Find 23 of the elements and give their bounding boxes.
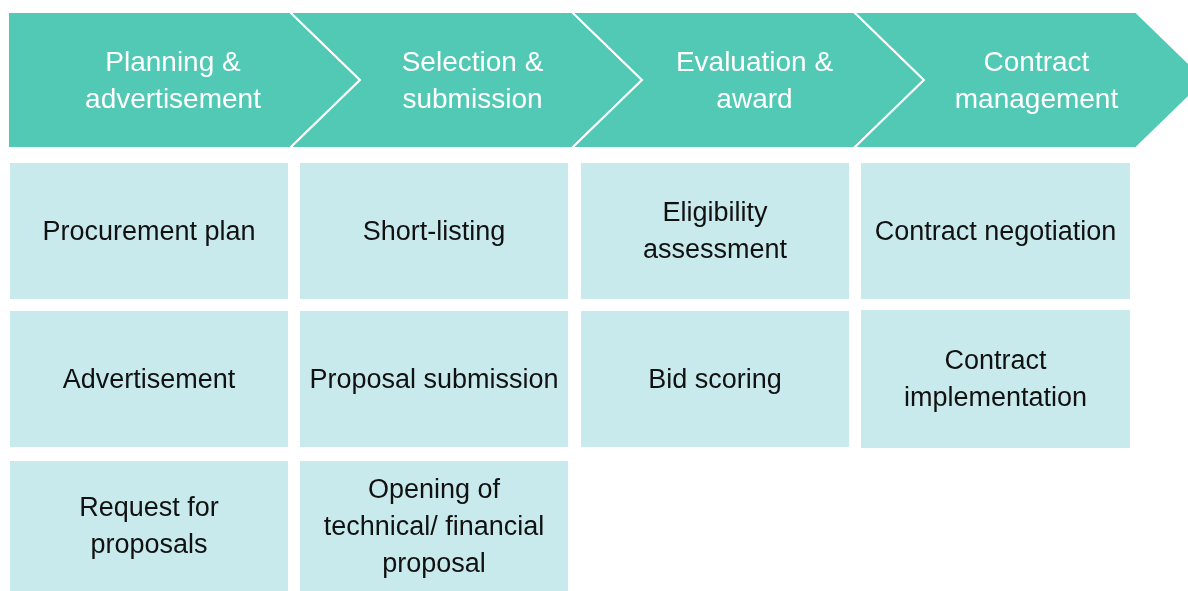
task-text: Short-listing — [362, 214, 506, 248]
task-box — [10, 311, 288, 447]
task-text: Request for proposals — [78, 491, 220, 561]
task-text: Advertisement — [62, 362, 236, 396]
task-box — [581, 163, 849, 299]
stage-heading: Contract management — [953, 45, 1120, 116]
task-text: Procurement plan — [42, 214, 256, 248]
task-text: Opening of technical/ financial proposal — [322, 472, 546, 580]
task-box — [10, 163, 288, 299]
task-box — [300, 461, 568, 591]
task-box — [861, 310, 1130, 448]
task-text: Bid scoring — [648, 362, 782, 396]
task-text: Proposal submission — [309, 362, 559, 396]
task-box — [10, 461, 288, 591]
task-box — [861, 163, 1130, 299]
stage-heading: Evaluation & award — [674, 45, 835, 116]
task-text: Contract implementation — [902, 344, 1089, 414]
task-box — [300, 311, 568, 447]
task-box — [300, 163, 568, 299]
stage-heading: Selection & submission — [400, 45, 545, 116]
task-box — [581, 311, 849, 447]
task-text: Eligibility assessment — [641, 196, 789, 266]
task-text: Contract negotiation — [874, 214, 1117, 248]
